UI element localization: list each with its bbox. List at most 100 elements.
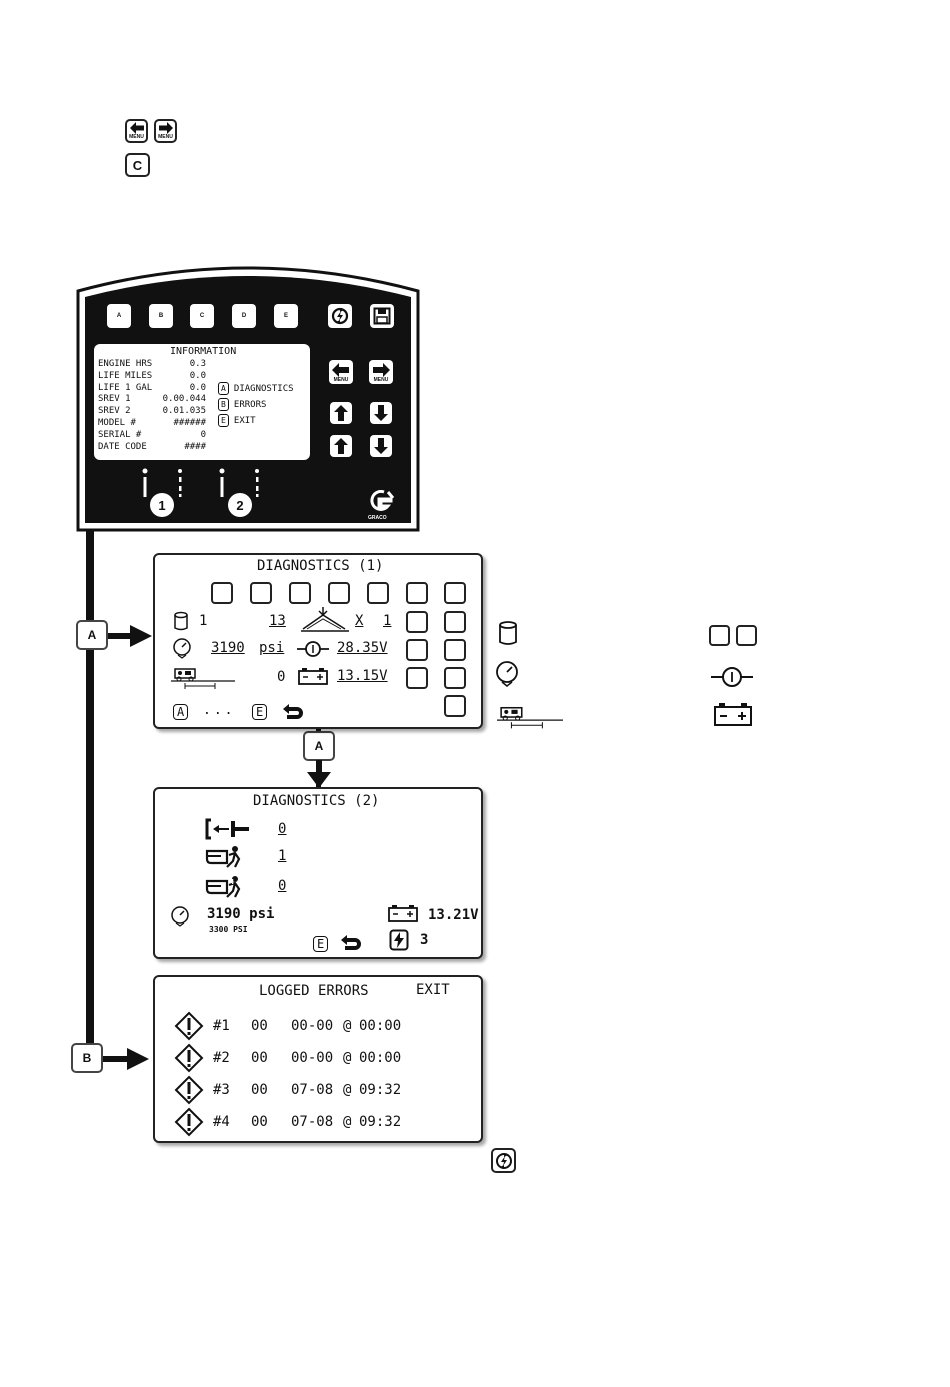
errors-exit[interactable]: EXIT: [416, 982, 450, 998]
up-button-2[interactable]: [330, 435, 352, 457]
diag1-key-e[interactable]: E: [252, 704, 268, 720]
connector-line-vertical: [86, 528, 94, 1058]
error-at: @: [343, 1050, 352, 1066]
diag2-key-e[interactable]: E: [313, 936, 329, 952]
indicator-box: [211, 582, 233, 604]
indicator-box: [444, 582, 466, 604]
info-row: SREV 1 0.00.044: [98, 394, 206, 405]
warning-icon: [174, 1011, 204, 1041]
soft-key-a[interactable]: A: [107, 304, 131, 328]
indicator-box: [367, 582, 389, 604]
diag1-title: DIAGNOSTICS (1): [257, 558, 384, 574]
diagnostics-1-screen: DIAGNOSTICS (1) 1 13 X 1 3190 psi 28.35V…: [153, 553, 483, 729]
info-label: DATE CODE: [98, 441, 147, 452]
menu-item-errors[interactable]: B ERRORS: [218, 392, 266, 411]
legend-indicator-box: [709, 625, 730, 646]
diag2-pressure-max: 3300 PSI: [209, 925, 248, 934]
error-num: #1: [213, 1018, 230, 1034]
indicator-box: [444, 611, 466, 633]
arrow-down-icon: [307, 760, 331, 788]
distance-sensor-icon: [171, 668, 235, 689]
save-button[interactable]: [370, 304, 394, 328]
arrow-right-icon: [103, 1048, 149, 1070]
error-time: 09:32: [359, 1114, 402, 1130]
info-label: LIFE 1 GAL: [98, 382, 153, 393]
error-date: 00-00: [291, 1018, 334, 1034]
info-row: DATE CODE####: [98, 442, 206, 453]
menu-label-exit: EXIT: [233, 416, 256, 426]
pressure-gauge-icon: [496, 661, 518, 687]
callout-a-middle: A: [303, 731, 335, 761]
info-label: ENGINE HRS: [98, 359, 153, 369]
menu-right-key[interactable]: MENU: [154, 119, 177, 143]
diag1-key-a[interactable]: A: [173, 704, 189, 720]
indicator-box: [406, 639, 428, 661]
c-key[interactable]: C: [125, 153, 150, 177]
info-row: MODEL #######: [98, 418, 206, 429]
reset-button[interactable]: [328, 304, 352, 328]
power-icon: [389, 929, 409, 951]
menu-item-diagnostics[interactable]: A DIAGNOSTICS: [218, 376, 294, 395]
menu-left-button[interactable]: MENU: [329, 360, 353, 384]
info-label: SREV 2: [98, 406, 131, 417]
reset-icon: [495, 1152, 512, 1169]
soft-key-d[interactable]: D: [232, 304, 256, 328]
callout-a-left: A: [76, 620, 108, 650]
error-code: 00: [251, 1050, 268, 1066]
info-label: SREV 1: [98, 394, 131, 405]
menu-right-button[interactable]: MENU: [369, 360, 393, 384]
graco-brand-text: GRACO: [368, 515, 387, 521]
indicator-box: [406, 582, 428, 604]
diag2-count: 3: [420, 932, 429, 948]
tank-icon: [499, 621, 517, 645]
error-num: #3: [213, 1082, 230, 1098]
menu-left-key[interactable]: MENU: [125, 119, 148, 143]
error-at: @: [343, 1082, 352, 1098]
indicator-box: [406, 667, 428, 689]
arrow-right-icon: [158, 122, 173, 134]
channel-1-badge: 1: [150, 493, 174, 517]
graco-logo: [370, 490, 395, 511]
down-button-2[interactable]: [370, 435, 392, 457]
reset-key[interactable]: [491, 1148, 516, 1173]
generator-icon: [297, 641, 329, 657]
return-icon: [341, 935, 361, 950]
arrow-right-icon: [108, 625, 152, 647]
indicator-box: [444, 695, 466, 717]
soft-key-e[interactable]: E: [274, 304, 298, 328]
error-date: 00-00: [291, 1050, 334, 1066]
menu-sub-label: MENU: [129, 134, 144, 140]
menu-item-exit[interactable]: E EXIT: [218, 408, 256, 427]
legend-indicator-box: [736, 625, 757, 646]
hose-icon: [205, 818, 249, 840]
arrow-up-icon: [334, 438, 348, 454]
warning-icon: [174, 1107, 204, 1137]
error-num: #2: [213, 1050, 230, 1066]
indicator-box: [289, 582, 311, 604]
battery-icon: [388, 905, 418, 922]
reset-icon: [331, 307, 349, 325]
info-label: LIFE MILES: [98, 370, 153, 381]
operator-alert-icon: !: [205, 876, 241, 898]
diag2-value-2: 1: [278, 848, 287, 864]
down-button-1[interactable]: [370, 402, 392, 424]
info-value: 0.00.044: [162, 394, 206, 405]
error-code: 00: [251, 1082, 268, 1098]
soft-key-b[interactable]: B: [149, 304, 173, 328]
info-value: 0.3: [189, 359, 206, 369]
arrow-left-icon: [129, 122, 144, 134]
errors-title: LOGGED ERRORS: [259, 983, 369, 999]
error-at: @: [343, 1018, 352, 1034]
info-value: 0.0: [189, 370, 206, 381]
count-value: 13: [269, 613, 286, 629]
tank-value: 1: [199, 613, 208, 629]
menu-label-diagnostics: DIAGNOSTICS: [233, 384, 294, 394]
soft-key-c[interactable]: C: [190, 304, 214, 328]
up-button-1[interactable]: [330, 402, 352, 424]
warning-icon: [174, 1075, 204, 1105]
